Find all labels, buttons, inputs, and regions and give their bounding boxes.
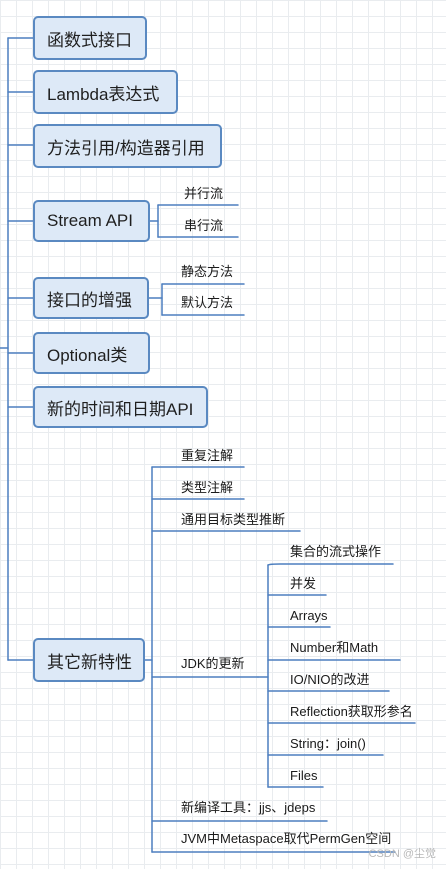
- leaf-parallel-stream[interactable]: 并行流: [184, 186, 224, 201]
- node-label: Stream API: [47, 211, 133, 230]
- leaf-arrays[interactable]: Arrays: [290, 608, 328, 623]
- leaf-default-method[interactable]: 默认方法: [181, 295, 234, 310]
- leaf-metaspace[interactable]: JVM中Metaspace取代PermGen空间: [181, 831, 392, 846]
- leaf-string-join[interactable]: String：join(): [290, 736, 366, 751]
- node-label: 方法引用/构造器引用: [47, 138, 205, 158]
- leaf-number-math[interactable]: Number和Math: [290, 640, 379, 655]
- node-label: Lambda表达式: [47, 84, 160, 104]
- leaf-type-annotation[interactable]: 类型注解: [181, 480, 234, 495]
- node-label: 新的时间和日期API: [47, 399, 194, 419]
- leaf-static-method[interactable]: 静态方法: [181, 264, 234, 279]
- node-lambda[interactable]: Lambda表达式: [33, 70, 178, 114]
- leaf-jdk-updates[interactable]: JDK的更新: [181, 656, 245, 671]
- node-stream-api[interactable]: Stream API: [33, 200, 150, 242]
- node-method-reference[interactable]: 方法引用/构造器引用: [33, 124, 222, 168]
- leaf-concurrency[interactable]: 并发: [290, 576, 317, 591]
- leaf-sequential-stream[interactable]: 串行流: [184, 218, 224, 233]
- node-label: 函数式接口: [47, 30, 132, 50]
- leaf-collection-stream-ops[interactable]: 集合的流式操作: [290, 544, 382, 559]
- node-label: 其它新特性: [47, 652, 132, 672]
- node-functional-interface[interactable]: 函数式接口: [33, 16, 147, 60]
- leaf-new-compile-tools[interactable]: 新编译工具：jjs、jdeps: [181, 800, 316, 815]
- node-other-features[interactable]: 其它新特性: [33, 638, 145, 682]
- node-optional[interactable]: Optional类: [33, 332, 150, 374]
- leaf-io-nio[interactable]: IO/NIO的改进: [290, 672, 370, 687]
- watermark: CSDN @尘觉: [368, 848, 436, 860]
- leaf-files[interactable]: Files: [290, 768, 318, 783]
- node-date-time-api[interactable]: 新的时间和日期API: [33, 386, 208, 428]
- node-label: Optional类: [47, 345, 128, 365]
- node-label: 接口的增强: [47, 290, 132, 310]
- leaf-reflection-params[interactable]: Reflection获取形参名: [290, 704, 413, 719]
- node-interface-enhancement[interactable]: 接口的增强: [33, 277, 149, 319]
- leaf-repeat-annotation[interactable]: 重复注解: [181, 448, 234, 463]
- leaf-type-inference[interactable]: 通用目标类型推断: [181, 512, 286, 527]
